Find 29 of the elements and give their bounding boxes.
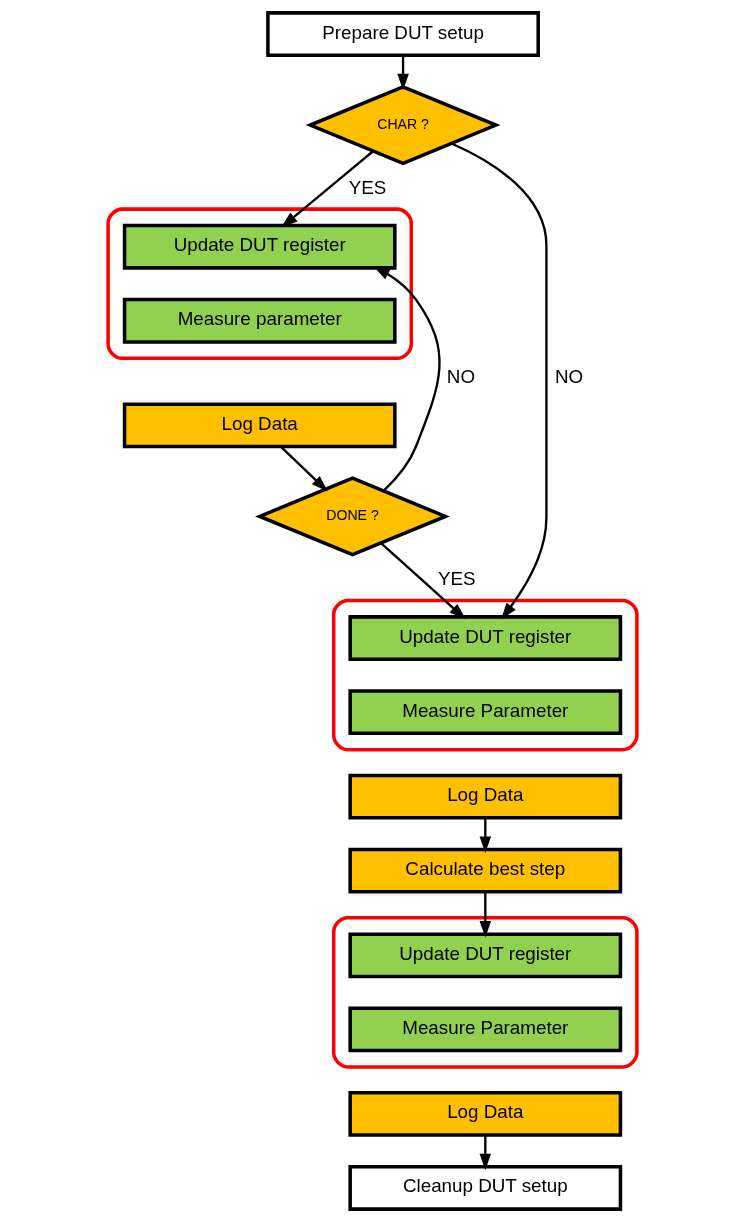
arrow (479, 1135, 492, 1171)
cluster (331, 915, 639, 1069)
edge-label: YES (438, 567, 476, 589)
edge-label: NO (554, 365, 584, 387)
arrow (451, 142, 548, 620)
arrow (373, 266, 441, 492)
edge-label: YES (348, 176, 387, 198)
arrow (397, 55, 409, 91)
node-box: Log Data (122, 402, 397, 449)
node-box: Measure Parameter (348, 1006, 623, 1053)
node-box: Update DUT register (122, 223, 397, 270)
arrow (479, 818, 492, 853)
node-box: Prepare DUT setup (266, 11, 540, 57)
node-box: Cleanup DUT setup (348, 1165, 623, 1211)
edge-label: NO (446, 365, 476, 387)
cluster (106, 207, 414, 361)
arrow (281, 150, 374, 228)
node-box: Measure Parameter (348, 689, 623, 735)
node-box: Log Data (348, 1091, 623, 1137)
arrow (380, 542, 466, 620)
node-box: Update DUT register (348, 615, 623, 661)
arrow (279, 445, 328, 492)
node-diamond: CHAR ? (305, 85, 501, 166)
node-box: Calculate best step (348, 847, 623, 894)
node-box: Measure parameter (122, 297, 397, 344)
node-box: Log Data (348, 773, 623, 820)
arrow (479, 892, 492, 938)
cluster (331, 598, 639, 752)
node-box: Update DUT register (348, 932, 623, 979)
